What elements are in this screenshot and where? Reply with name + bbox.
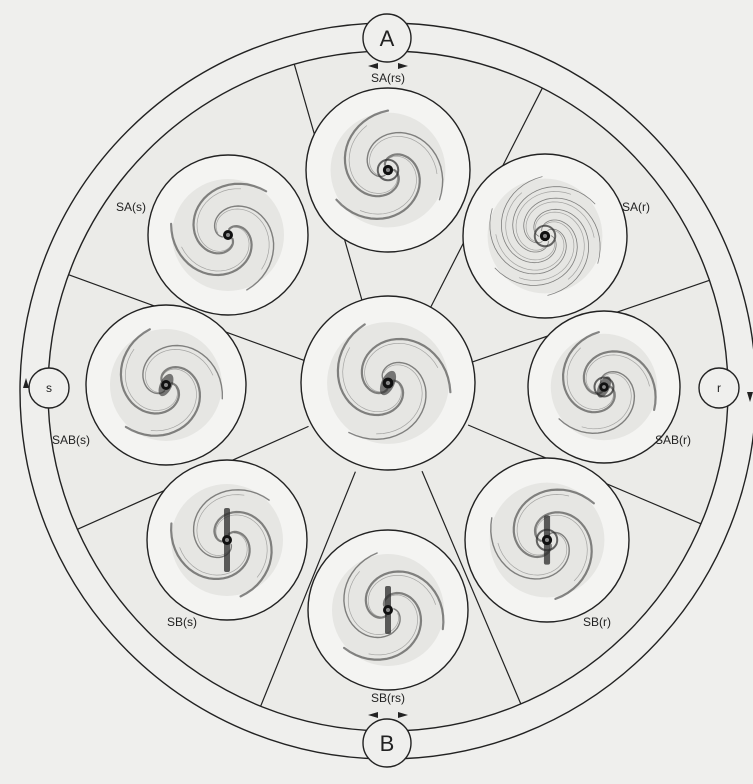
label-sa-s: SA(s) [116,200,146,214]
label-sab-r: SAB(r) [655,433,691,447]
label-sa-r: SA(r) [622,200,650,214]
pole-bottom: B [363,719,411,767]
galaxy-6-image [110,329,222,441]
label-sb-rs: SB(rs) [371,691,405,705]
pole-bottom-label: B [380,731,395,756]
pole-right-label: r [717,381,721,395]
pole-top: A [363,14,411,62]
pole-top-label: A [380,26,395,51]
arrow-icon [23,378,29,388]
galaxy-5-image [171,484,283,596]
galaxy-discs [86,88,680,690]
galaxy-7-image [171,179,284,291]
label-sab-s: SAB(s) [52,433,90,447]
label-sa-rs: SA(rs) [371,71,405,85]
label-sb-s: SB(s) [167,615,197,629]
pole-left: s [29,368,69,408]
label-sb-r: SB(r) [583,615,611,629]
pole-left-label: s [46,381,52,395]
pole-right: r [699,368,739,408]
arrow-icon [747,392,753,402]
